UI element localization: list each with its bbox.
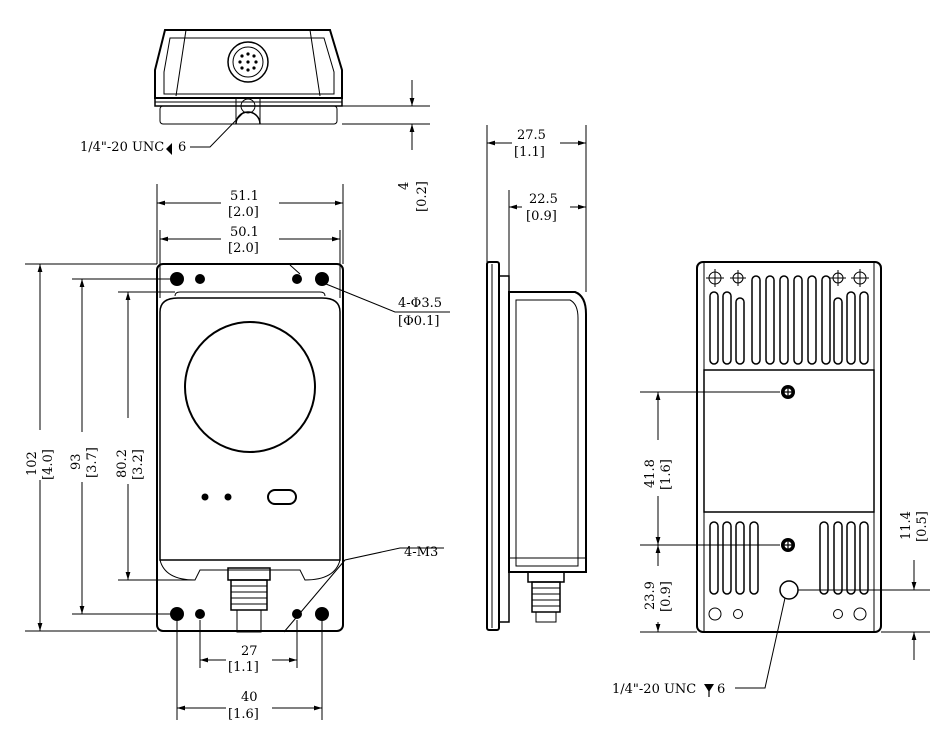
top-view: 1/4"-20 UNC 6 4 [0.2]: [80, 29, 430, 212]
back-thread-callout: 1/4"-20 UNC: [612, 682, 696, 697]
top-thread-callout: 1/4"-20 UNC: [80, 140, 164, 155]
back-dim-lower-mm: 23.9: [643, 581, 658, 610]
front-height-total-in: [4.0]: [41, 449, 56, 480]
front-spacing-inner-mm: 27: [241, 644, 258, 659]
front-height-body-mm: 80.2: [115, 449, 130, 478]
screw-icon: [781, 538, 795, 552]
front-hole-callout: 4-Φ3.5: [398, 296, 442, 311]
front-connector: [227, 567, 271, 633]
front-width-inner-mm: 50.1: [230, 225, 259, 240]
tripod-mount-hole: [779, 580, 799, 600]
mount-cross-holes: [706, 269, 869, 287]
connector-icon: [227, 41, 269, 83]
led-indicator-icon: [201, 493, 209, 501]
front-width-inner-in: [2.0]: [228, 241, 259, 256]
back-thread-depth: 6: [717, 682, 725, 697]
back-dim-upper-in: [1.6]: [659, 459, 674, 490]
front-spacing-outer-mm: 40: [241, 690, 258, 705]
front-width-outer-mm: 51.1: [230, 189, 259, 204]
screw-icon: [781, 385, 795, 399]
depth-symbol-icon: [166, 143, 172, 155]
vent-slots-top: [709, 275, 869, 365]
front-spacing-outer-in: [1.6]: [228, 707, 259, 722]
side-view: 27.5 [1.1] 22.5 [0.9]: [486, 125, 587, 631]
side-connector: [527, 571, 565, 623]
sensor-window: [184, 321, 316, 453]
side-depth-body-mm: 22.5: [529, 192, 558, 207]
button-slot-icon: [267, 489, 297, 505]
led-indicator-icon: [224, 493, 232, 501]
back-dim-lower-in: [0.9]: [659, 581, 674, 612]
top-height-in: [0.2]: [415, 181, 430, 212]
back-view: 41.8 [1.6] 23.9 [0.9] 11.4 [0.5] 1/4"-20…: [612, 261, 930, 697]
front-height-holes-in: [3.7]: [85, 447, 100, 478]
top-thread-depth: 6: [178, 140, 186, 155]
side-depth-total-in: [1.1]: [514, 145, 545, 160]
side-depth-total-mm: 27.5: [517, 128, 546, 143]
back-corner-holes: [708, 607, 867, 621]
front-hole-callout-in: [Φ0.1]: [398, 314, 439, 329]
front-view: 51.1 [2.0] 50.1 [2.0] 4-Φ3.5 [Φ0.1] 102 …: [22, 184, 450, 724]
top-height-mm: 4: [397, 182, 412, 190]
front-spacing-inner-in: [1.1]: [228, 660, 259, 675]
front-width-outer-in: [2.0]: [228, 205, 259, 220]
back-dim-right-in: [0.5]: [915, 511, 930, 542]
front-height-body-in: [3.2]: [131, 449, 146, 480]
side-depth-body-in: [0.9]: [526, 209, 557, 224]
back-dim-right-mm: 11.4: [899, 511, 914, 540]
front-height-holes-mm: 93: [69, 453, 84, 470]
back-dim-upper-mm: 41.8: [643, 459, 658, 488]
depth-symbol-icon: [704, 684, 714, 697]
front-thread-callout: 4-M3: [404, 545, 438, 560]
front-height-total-mm: 102: [25, 451, 40, 476]
vent-slots-bottom: [709, 521, 869, 595]
front-corner-holes: [170, 272, 329, 621]
